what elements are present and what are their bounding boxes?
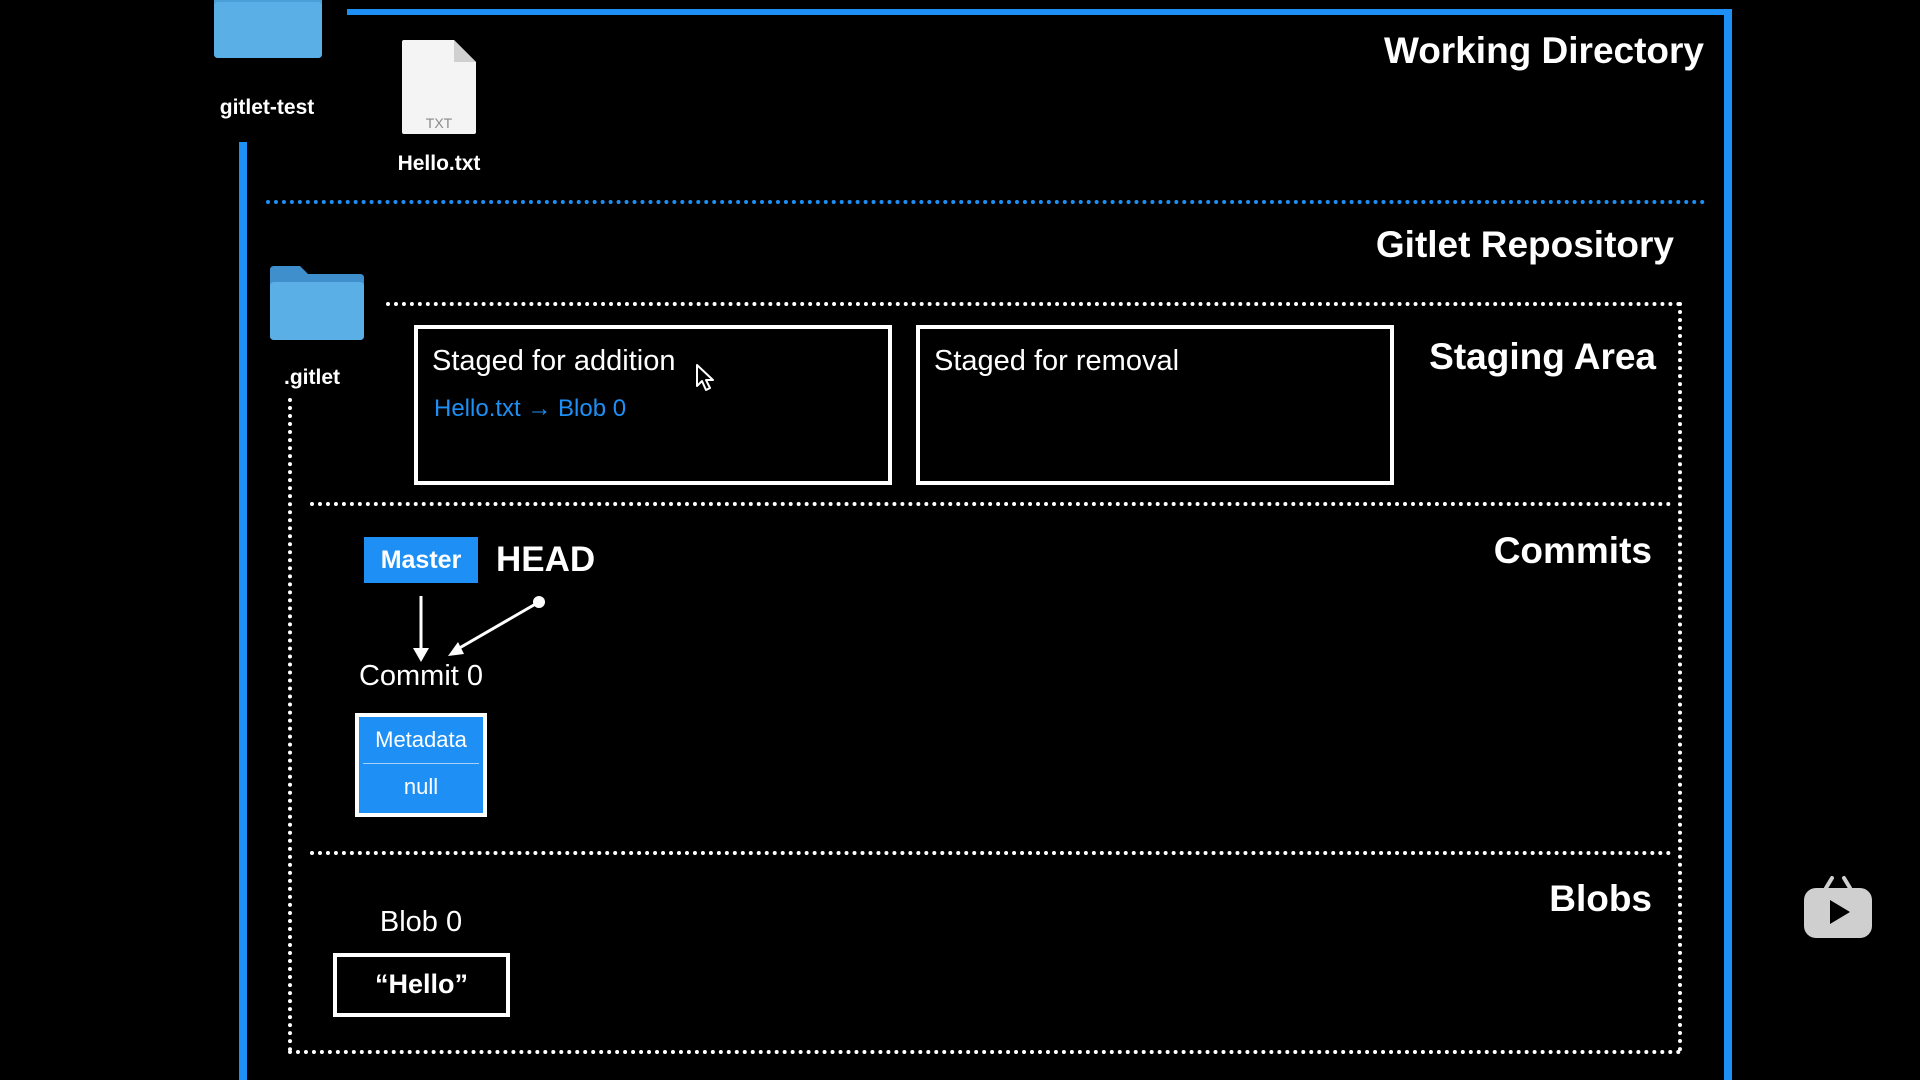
- staging-area-title: Staging Area: [1429, 336, 1656, 377]
- tv-antenna-icon: [1824, 876, 1852, 924]
- head-pointer-label: HEAD: [496, 540, 596, 579]
- working-directory-border-left: [239, 142, 247, 1080]
- folder-icon[interactable]: [270, 264, 364, 340]
- staged-for-addition-title: Staged for addition: [432, 345, 676, 377]
- staged-for-removal-title: Staged for removal: [934, 345, 1180, 377]
- play-button-icon[interactable]: [1804, 876, 1872, 938]
- working-directory-border-right: [1724, 9, 1732, 1080]
- file-type-text: TXT: [426, 115, 453, 131]
- gitlet-repository-title: Gitlet Repository: [1375, 224, 1674, 265]
- repository-separator: [266, 200, 1706, 204]
- project-folder-label: gitlet-test: [219, 96, 315, 119]
- master-branch-badge: Master: [364, 537, 478, 583]
- staged-for-addition-box: Staged for addition Hello.txt → Blob 0: [414, 325, 892, 485]
- commit-label: Commit 0: [358, 660, 484, 692]
- commit-divider: [363, 763, 479, 764]
- master-arrowhead: [413, 648, 429, 662]
- working-directory-title: Working Directory: [1383, 30, 1704, 71]
- working-directory-border-top: [347, 9, 1732, 15]
- mouse-cursor-icon: [696, 364, 714, 391]
- staged-addition-entry: Hello.txt → Blob 0: [434, 395, 627, 422]
- blob-label: Blob 0: [379, 906, 463, 938]
- commits-title: Commits: [1493, 530, 1652, 571]
- staged-for-removal-box: Staged for removal: [916, 325, 1394, 485]
- head-arrowhead: [448, 642, 464, 656]
- gitlet-folder-label: .gitlet: [284, 366, 340, 389]
- head-arrow: [455, 600, 540, 652]
- txt-file-icon[interactable]: TXT: [400, 38, 478, 136]
- repository-region-right: [1678, 302, 1682, 1052]
- repository-region-top: [386, 302, 1682, 306]
- repository-region-left: [288, 398, 292, 1052]
- file-name-label: Hello.txt: [397, 152, 481, 175]
- blob-node[interactable]: “Hello”: [333, 953, 510, 1017]
- pointer-arrows: [413, 596, 545, 662]
- blobs-title: Blobs: [1549, 878, 1652, 919]
- commit-parent-cell: null: [403, 774, 439, 799]
- commit-metadata-cell: Metadata: [375, 727, 467, 752]
- commit-node[interactable]: Metadata null: [355, 713, 487, 817]
- commits-separator: [310, 851, 1672, 855]
- repository-region-bottom: [288, 1050, 1682, 1054]
- staging-separator: [310, 502, 1672, 506]
- folder-icon[interactable]: [214, 0, 322, 64]
